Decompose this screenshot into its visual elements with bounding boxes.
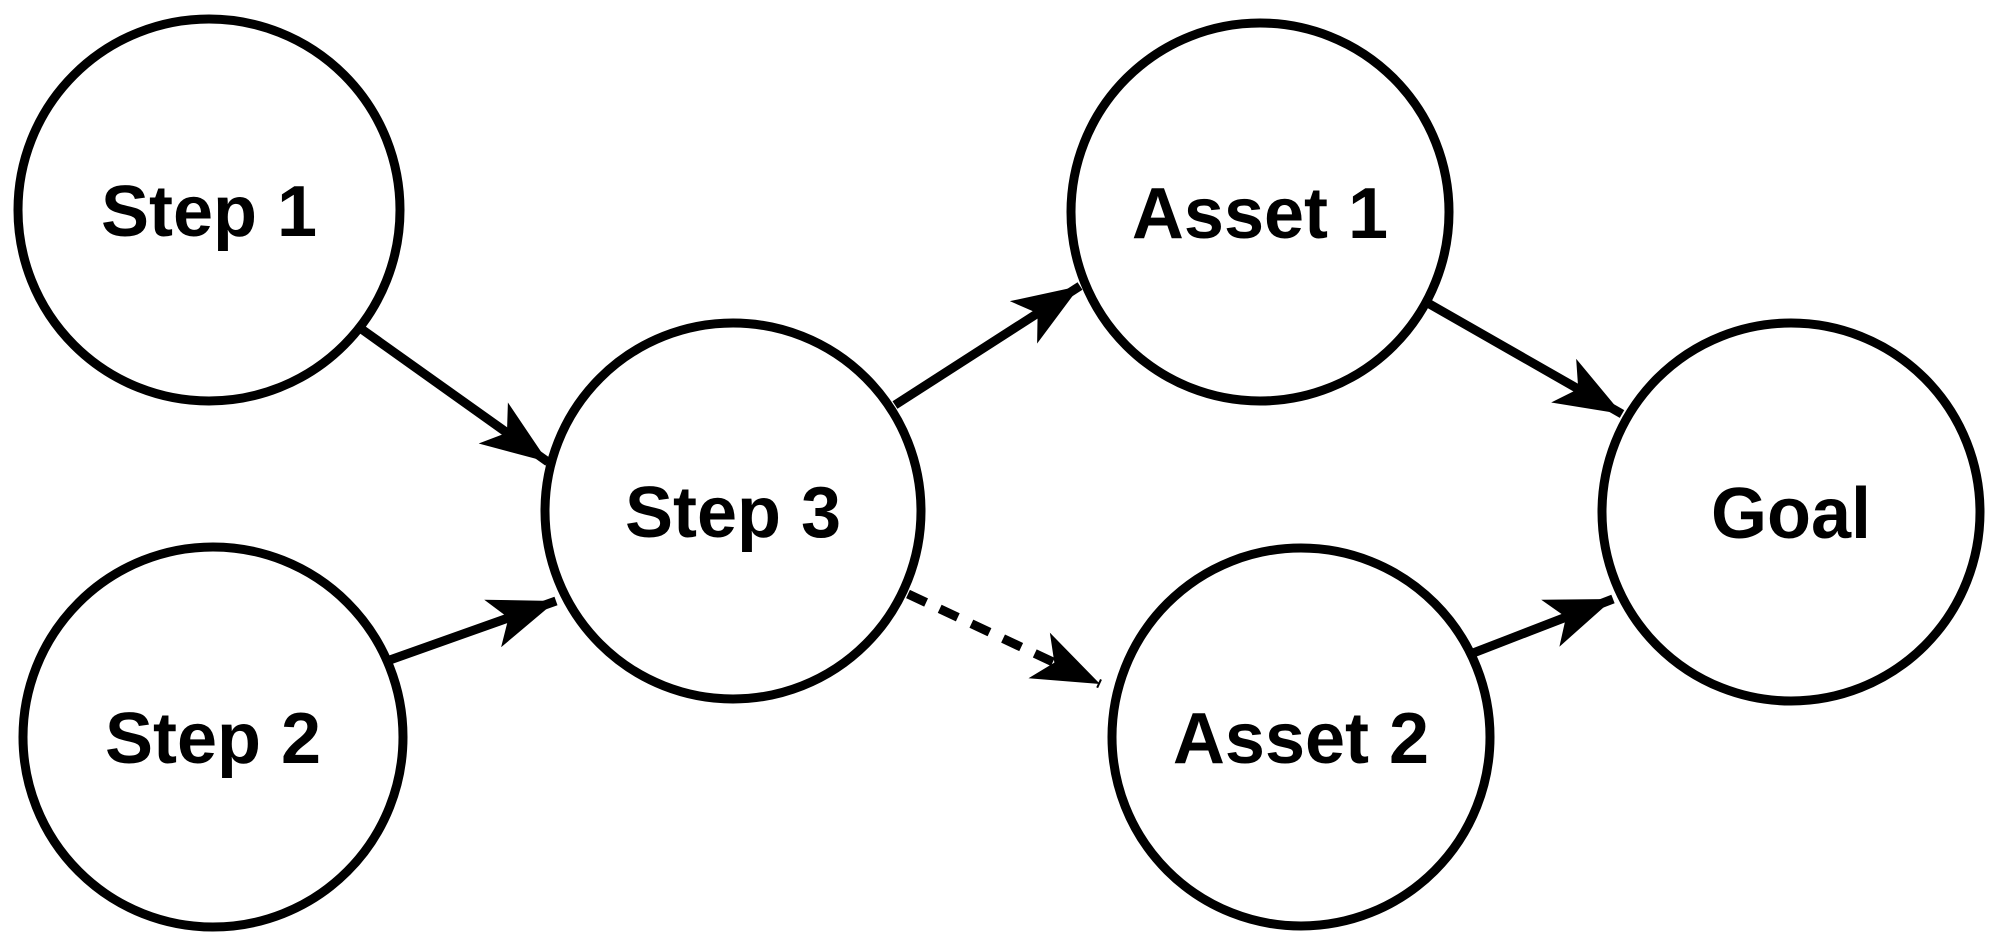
node-label-step1: Step 1 bbox=[101, 172, 317, 252]
node-asset1: Asset 1 bbox=[1066, 18, 1454, 406]
node-label-asset2: Asset 2 bbox=[1173, 699, 1429, 779]
node-circle-asset2 bbox=[1107, 543, 1495, 931]
node-circle-step1 bbox=[13, 14, 405, 406]
node-step2: Step 2 bbox=[18, 542, 408, 932]
node-label-asset1: Asset 1 bbox=[1132, 174, 1388, 254]
node-circle-step2 bbox=[18, 542, 408, 932]
node-asset2: Asset 2 bbox=[1107, 543, 1495, 931]
node-label-step2: Step 2 bbox=[105, 699, 321, 779]
node-goal: Goal bbox=[1597, 318, 1985, 706]
edge-step2-step3 bbox=[385, 596, 558, 666]
edge-step1-step3 bbox=[357, 324, 551, 466]
edge-asset2-goal bbox=[1466, 594, 1615, 660]
node-circle-step3 bbox=[540, 318, 926, 704]
node-label-step3: Step 3 bbox=[625, 473, 841, 553]
node-step3: Step 3 bbox=[540, 318, 926, 704]
node-circle-asset1 bbox=[1066, 18, 1454, 406]
node-label-goal: Goal bbox=[1711, 474, 1871, 554]
edge-step3-asset1 bbox=[892, 282, 1083, 409]
edge-asset1-goal bbox=[1423, 298, 1625, 418]
edge-step3-asset2-dashed bbox=[906, 589, 1102, 689]
node-step1: Step 1 bbox=[13, 14, 405, 406]
node-circle-goal bbox=[1597, 318, 1985, 706]
